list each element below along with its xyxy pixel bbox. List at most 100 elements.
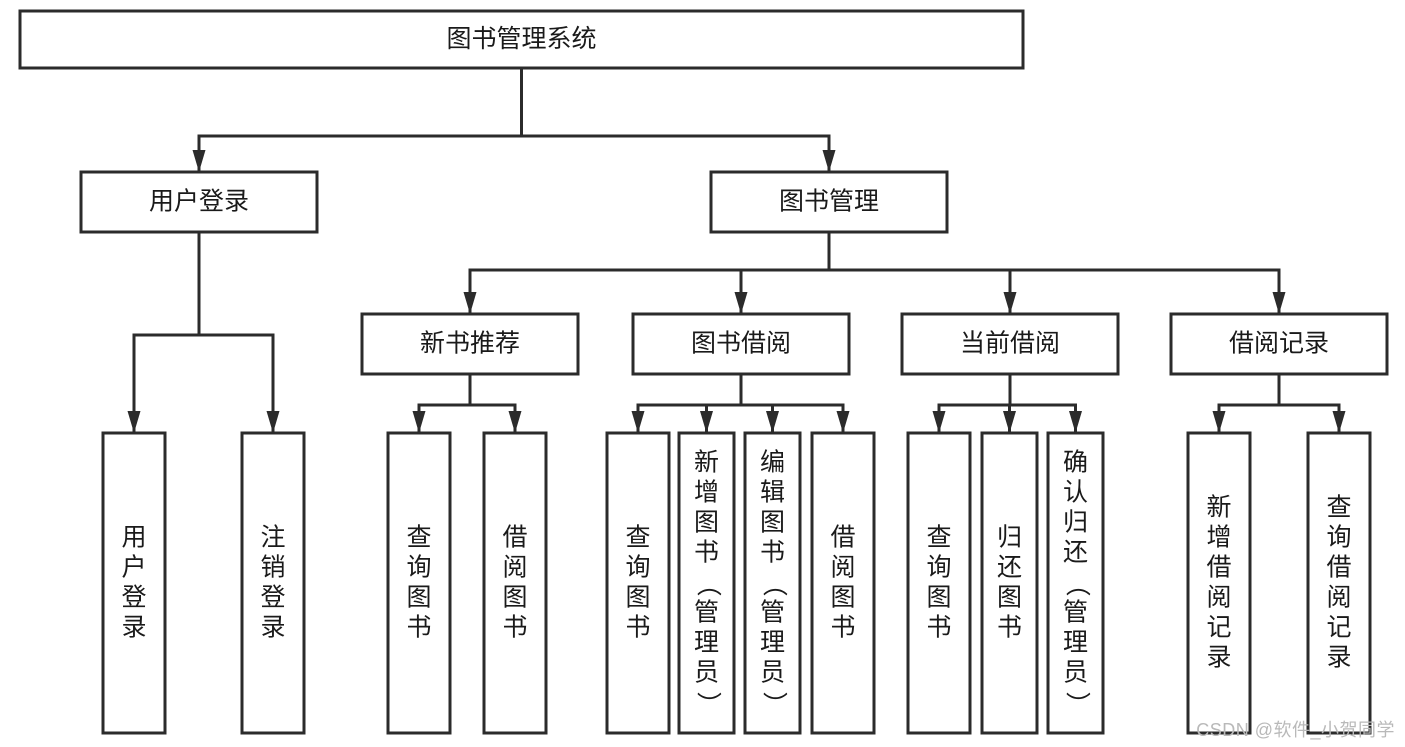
- node-box: [1186, 431, 1252, 735]
- node-label-char: 询: [926, 554, 951, 582]
- node-label-char: 图: [997, 584, 1022, 612]
- node-label-char: 录: [121, 614, 146, 642]
- node-book-manage[interactable]: 图书管理: [709, 170, 949, 234]
- node-label-char: 员: [760, 659, 785, 687]
- node-label: 图书管理: [779, 188, 879, 216]
- node-label-char: 登: [260, 584, 285, 612]
- node-book-borrow[interactable]: 图书借阅: [631, 312, 851, 376]
- node-label-char: 新: [694, 449, 719, 477]
- node-label-char: 询: [406, 554, 431, 582]
- node-label-char: 还: [997, 554, 1022, 582]
- node-label-char: 书: [406, 614, 431, 642]
- node-label-char: 图: [830, 584, 855, 612]
- node-new-book-rec[interactable]: 新书推荐: [360, 312, 580, 376]
- node-label-char: 员: [694, 659, 719, 687]
- node-box: [79, 170, 319, 234]
- node-box: [482, 431, 548, 735]
- node-label-char: 确: [1063, 449, 1088, 477]
- node-label-char: 编: [760, 449, 785, 477]
- node-box: [677, 431, 736, 735]
- node-root[interactable]: 图书管理系统: [18, 9, 1025, 70]
- node-current-borrow[interactable]: 当前借阅: [900, 312, 1120, 376]
- node-box: [743, 431, 802, 735]
- node-label-char: 阅: [1326, 584, 1351, 612]
- node-box: [18, 9, 1025, 70]
- node-box: [240, 431, 306, 735]
- node-label-char: 注: [260, 524, 285, 552]
- node-label-char: ）: [694, 691, 722, 716]
- edge-from-new-book-rec: [412, 372, 522, 435]
- node-label-char: （: [694, 571, 722, 596]
- node-label: 图书借阅: [691, 330, 791, 358]
- node-label-char: 书: [502, 614, 527, 642]
- node-label-char: 图: [760, 509, 785, 537]
- node-label-char: 查: [926, 524, 951, 552]
- node-box: [101, 431, 167, 735]
- node-label-char: 借: [502, 524, 527, 552]
- node-label-char: 书: [926, 614, 951, 642]
- edge-from-borrow-record: [1212, 372, 1346, 435]
- node-label-char: 认: [1063, 479, 1088, 507]
- node-label-char: 询: [1326, 524, 1351, 552]
- node-label-char: （: [1063, 571, 1091, 596]
- node-label-char: 书: [694, 539, 719, 567]
- node-box: [605, 431, 671, 735]
- node-label-char: 借: [1326, 554, 1351, 582]
- node-label-char: 新: [1206, 494, 1231, 522]
- edge-from-current-borrow: [932, 372, 1082, 435]
- node-label-char: 用: [121, 524, 146, 552]
- arrow-head-icon: [412, 411, 426, 433]
- node-label-char: 管: [694, 599, 719, 627]
- node-label-char: 管: [1063, 599, 1088, 627]
- arrow-head-icon: [631, 411, 645, 433]
- node-label-char: 录: [1326, 644, 1351, 672]
- arrow-head-icon: [700, 411, 713, 433]
- node-leaf-user-login[interactable]: 用户登录: [101, 431, 167, 735]
- node-label-char: 户: [121, 554, 146, 582]
- node-label-char: 借: [1206, 554, 1231, 582]
- arrow-head-icon: [822, 150, 836, 172]
- edge-from-user-login: [127, 230, 280, 435]
- watermark-label: CSDN @软件_小贺同学: [1196, 720, 1395, 740]
- node-label-char: 书: [997, 614, 1022, 642]
- node-box: [980, 431, 1039, 735]
- node-box: [631, 312, 851, 376]
- node-label-char: 查: [1326, 494, 1351, 522]
- node-box: [1169, 312, 1389, 376]
- node-label-char: 辑: [760, 479, 785, 507]
- node-label-char: （: [760, 571, 788, 596]
- node-box: [360, 312, 580, 376]
- node-label-char: 增: [694, 479, 719, 507]
- node-label-char: 借: [830, 524, 855, 552]
- node-label-char: 理: [1063, 629, 1088, 657]
- node-label-char: 询: [625, 554, 650, 582]
- arrow-head-icon: [836, 411, 850, 433]
- node-box: [906, 431, 972, 735]
- node-label-char: 记: [1206, 614, 1231, 642]
- arrow-head-icon: [1212, 411, 1226, 433]
- arrow-head-icon: [463, 292, 477, 314]
- node-label-char: 销: [260, 554, 285, 582]
- edge-from-book-manage: [463, 230, 1286, 316]
- node-user-login[interactable]: 用户登录: [79, 170, 319, 234]
- node-label-char: ）: [1063, 691, 1091, 716]
- node-borrow-record[interactable]: 借阅记录: [1169, 312, 1389, 376]
- node-label-char: 图: [926, 584, 951, 612]
- edge-from-root: [192, 66, 836, 174]
- node-label: 用户登录: [149, 188, 249, 216]
- arrow-head-icon: [508, 411, 522, 433]
